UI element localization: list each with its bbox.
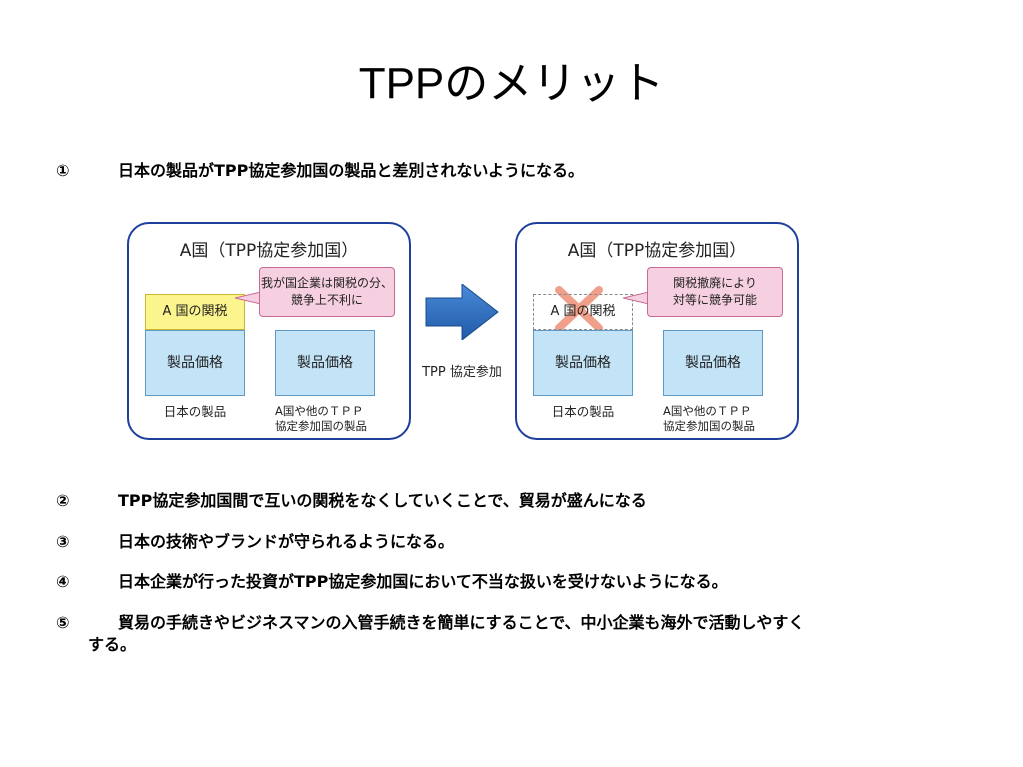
cross-mark-icon bbox=[555, 286, 603, 332]
point-text: TPP協定参加国間で互いの関税をなくしていくことで、貿易が盛んになる bbox=[118, 491, 647, 510]
point-number: ② bbox=[56, 491, 70, 510]
point-text: 日本の技術やブランドが守られるようになる。 bbox=[118, 532, 455, 551]
bubble-line-1: 関税撤廃により bbox=[673, 276, 757, 290]
panel-title: A国（TPP協定参加国） bbox=[179, 241, 359, 261]
caption-line-1: A国や他のＴＰＰ bbox=[275, 404, 364, 418]
arrow-label: TPP 協定参加 bbox=[422, 365, 502, 380]
before-tpp-panel: A国（TPP協定参加国） A 国の関税 我が国企業は関税の分、 競争上不利に 製… bbox=[127, 222, 411, 440]
right-arrow-icon bbox=[425, 284, 499, 340]
caption-line-2: 協定参加国の製品 bbox=[663, 419, 755, 433]
tariff-box: A 国の関税 bbox=[145, 294, 245, 330]
after-tpp-panel: A国（TPP協定参加国） A 国の関税 関税撤廃により 対等に競争可能 製品価格… bbox=[515, 222, 799, 440]
point-2: ② TPP協定参加国間で互いの関税をなくしていくことで、貿易が盛んになる bbox=[56, 490, 956, 512]
removed-tariff-box: A 国の関税 bbox=[533, 294, 633, 330]
other-product-price: 製品価格 bbox=[663, 330, 763, 396]
caption-line-2: 協定参加国の製品 bbox=[275, 419, 367, 433]
other-product-caption: A国や他のＴＰＰ 協定参加国の製品 bbox=[663, 404, 773, 434]
japan-product-price: 製品価格 bbox=[533, 330, 633, 396]
point-text: 貿易の手続きやビジネスマンの入管手続きを簡単にすることで、中小企業も海外で活動し… bbox=[118, 613, 805, 632]
point-text: 日本の製品がTPP協定参加国の製品と差別されないようになる。 bbox=[118, 161, 585, 180]
japan-product-caption: 日本の製品 bbox=[551, 404, 615, 419]
point-5: ⑤ 貿易の手続きやビジネスマンの入管手続きを簡単にすることで、中小企業も海外で活動… bbox=[56, 612, 956, 656]
bubble-line-1: 我が国企業は関税の分、 bbox=[260, 276, 393, 290]
caption-line-1: A国や他のＴＰＰ bbox=[663, 404, 752, 418]
bubble-tail-icon bbox=[235, 292, 261, 304]
point-number: ④ bbox=[56, 572, 70, 591]
slide-title: TPPのメリット bbox=[358, 59, 665, 108]
japan-product-caption: 日本の製品 bbox=[163, 404, 227, 419]
bubble-line-2: 競争上不利に bbox=[290, 293, 363, 307]
speech-bubble: 関税撤廃により 対等に競争可能 bbox=[647, 267, 783, 317]
other-product-caption: A国や他のＴＰＰ 協定参加国の製品 bbox=[275, 404, 385, 434]
panel-title: A国（TPP協定参加国） bbox=[567, 241, 747, 261]
point-4: ④ 日本企業が行った投資がTPP協定参加国において不当な扱いを受けないようになる。 bbox=[56, 571, 956, 593]
speech-bubble: 我が国企業は関税の分、 競争上不利に bbox=[259, 267, 395, 317]
point-number: ③ bbox=[56, 532, 70, 551]
point-text: 日本企業が行った投資がTPP協定参加国において不当な扱いを受けないようになる。 bbox=[118, 572, 728, 591]
point-text-continuation: する。 bbox=[88, 635, 137, 654]
point-1: ① 日本の製品がTPP協定参加国の製品と差別されないようになる。 bbox=[56, 160, 956, 182]
point-number: ① bbox=[56, 161, 70, 180]
point-number: ⑤ bbox=[56, 613, 70, 632]
japan-product-price: 製品価格 bbox=[145, 330, 245, 396]
bubble-line-2: 対等に競争可能 bbox=[672, 293, 757, 307]
bubble-tail-icon bbox=[623, 292, 649, 304]
point-3: ③ 日本の技術やブランドが守られるようになる。 bbox=[56, 531, 956, 553]
other-product-price: 製品価格 bbox=[275, 330, 375, 396]
